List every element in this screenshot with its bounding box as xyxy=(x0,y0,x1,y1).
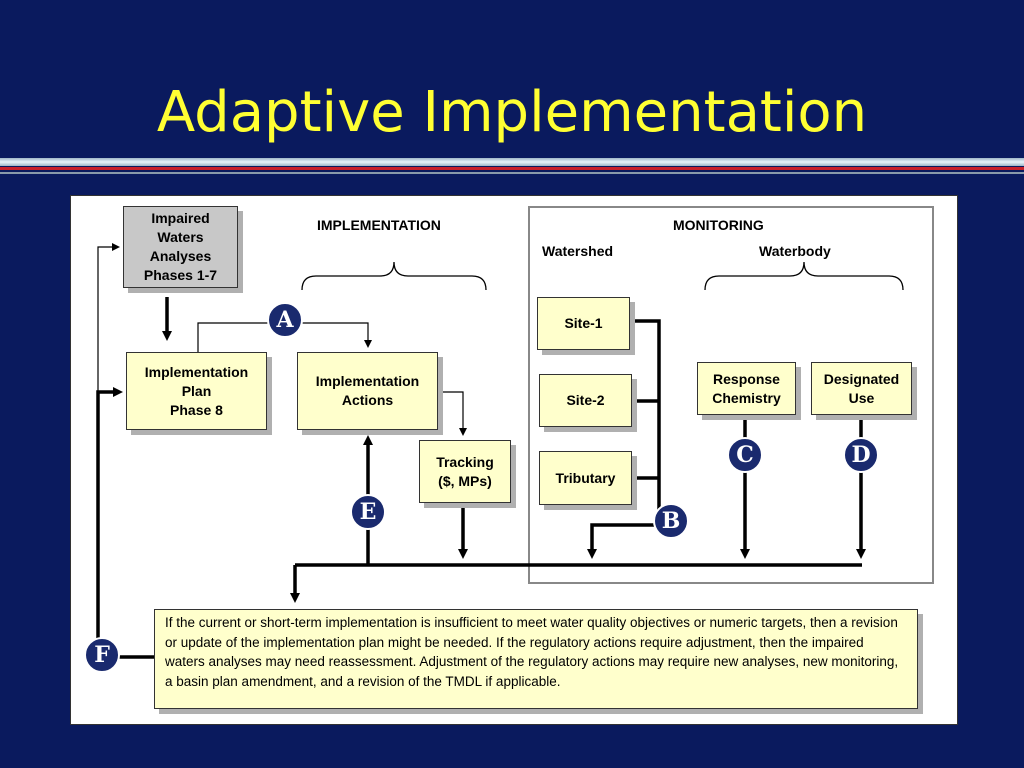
waterbody-heading: Waterbody xyxy=(759,243,831,259)
tracking-box: Tracking ($, MPs) xyxy=(419,440,511,503)
revision-note: If the current or short-term implementat… xyxy=(154,609,918,709)
title-rule-red xyxy=(0,167,1024,170)
title-rule-silver xyxy=(0,158,1024,166)
waterbody-brace xyxy=(704,261,904,291)
designated-use-box: Designated Use xyxy=(811,362,912,415)
marker-a: A xyxy=(267,302,303,338)
marker-f: F xyxy=(84,637,120,673)
marker-c: C xyxy=(727,437,763,473)
marker-b: B xyxy=(653,503,689,539)
impaired-waters-box: Impaired Waters Analyses Phases 1-7 xyxy=(123,206,238,288)
marker-d: D xyxy=(843,437,879,473)
site-2-box: Site-2 xyxy=(539,374,632,427)
site-1-box: Site-1 xyxy=(537,297,630,350)
implementation-brace xyxy=(301,261,487,291)
implementation-actions-box: Implementation Actions xyxy=(297,352,438,430)
tributary-box: Tributary xyxy=(539,451,632,505)
response-chemistry-box: Response Chemistry xyxy=(697,362,796,415)
title-rule-grey xyxy=(0,172,1024,174)
monitoring-heading: MONITORING xyxy=(673,217,764,233)
implementation-plan-box: Implementation Plan Phase 8 xyxy=(126,352,267,430)
watershed-heading: Watershed xyxy=(542,243,614,259)
marker-e: E xyxy=(350,494,386,530)
implementation-heading: IMPLEMENTATION xyxy=(317,217,441,233)
monitoring-frame xyxy=(528,206,934,584)
slide-title: Adaptive Implementation xyxy=(156,80,868,145)
